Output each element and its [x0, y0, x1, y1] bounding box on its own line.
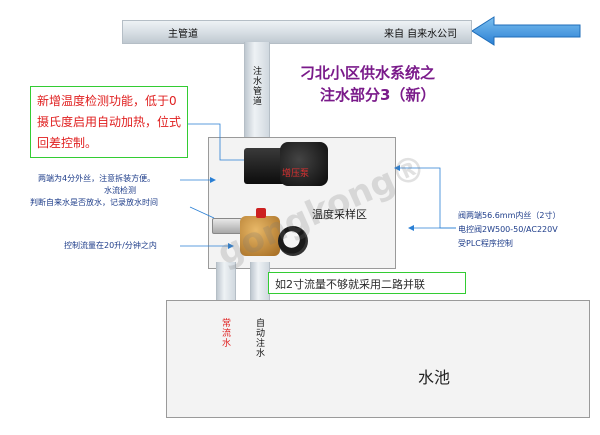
water-tank — [166, 300, 590, 418]
solenoid-valve — [278, 226, 308, 256]
title-line2: 注水部分3（新） — [320, 86, 436, 104]
normal-flow-label: 常流水 — [220, 318, 230, 348]
flow-title: 水流检测 — [104, 186, 136, 195]
pump-label: 增压泵 — [282, 169, 310, 179]
valve-thread-note: 阀两端56.6mm内丝（2寸） — [458, 211, 561, 220]
auto-injection-label: 自动注水 — [254, 318, 264, 358]
temperature-note-text: 新增温度检测功能，低于0摄氏度启用自动加热，位式回差控制。 — [37, 94, 182, 150]
tank-label: 水池 — [418, 368, 451, 387]
main-pipe-label: 主管道 — [168, 29, 198, 40]
parallel-note: 如2寸流量不够就采用二路并联 — [268, 272, 466, 294]
main-pipe — [122, 20, 472, 44]
valve-control-note: 受PLC程序控制 — [458, 239, 513, 248]
valve-coil-red — [256, 208, 266, 218]
source-arrow-icon — [472, 16, 581, 46]
valve-assembly — [212, 208, 322, 264]
source-label: 来自 自来水公司 — [384, 29, 458, 40]
temperature-zone-label: 温度采样区 — [312, 208, 367, 221]
flow-limit: 控制流量在20升/分钟之内 — [64, 241, 157, 250]
pump: 增压泵 — [244, 142, 334, 194]
injection-pipe — [244, 42, 270, 152]
brass-fitting — [240, 216, 280, 256]
title-line1: 刁北小区供水系统之 — [300, 64, 436, 82]
valve-model-note: 电控阀2W500-50/AC220V — [458, 225, 558, 234]
pump-head — [280, 142, 328, 186]
temperature-note: 新增温度检测功能，低于0摄氏度启用自动加热，位式回差控制。 — [30, 86, 188, 158]
injection-pipe-label: 注水管道 — [251, 66, 261, 106]
flow-description: 判断自来水是否放水，记录放水时间 — [30, 198, 158, 207]
parallel-note-text: 如2寸流量不够就采用二路并联 — [275, 278, 425, 291]
thread-note: 两端为4分外丝，注意拆装方便。 — [38, 174, 156, 183]
